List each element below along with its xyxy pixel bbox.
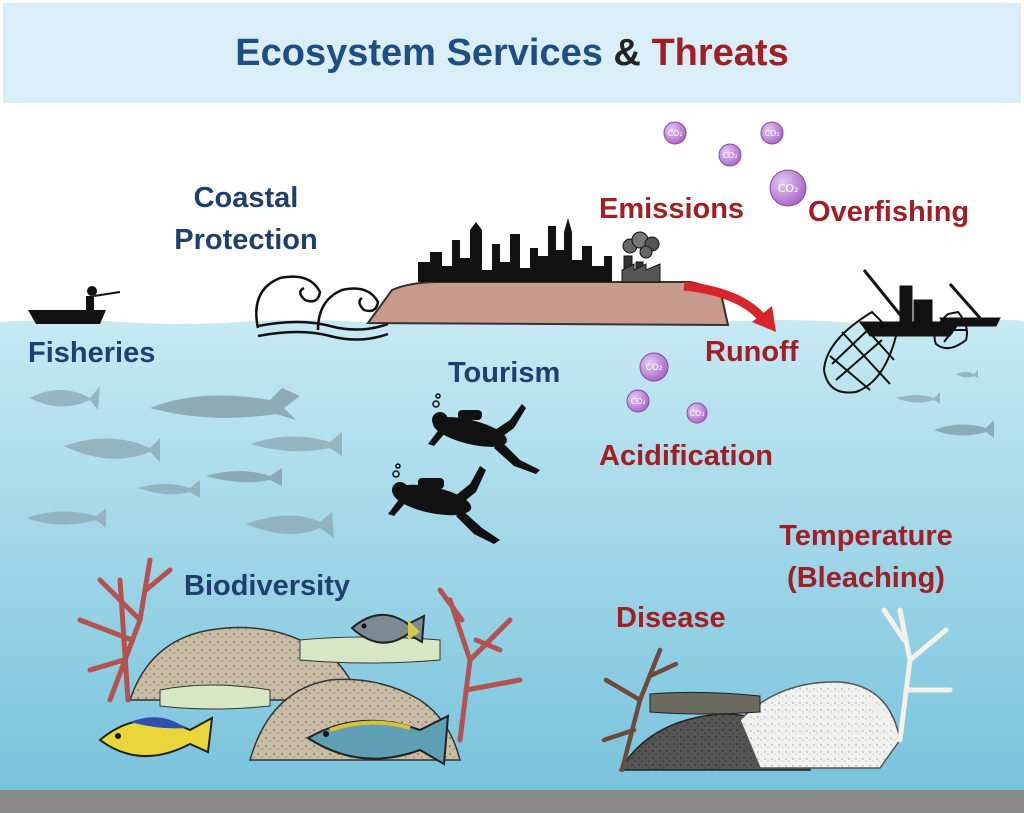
label-disease: Disease xyxy=(616,602,726,634)
label-emissions: Emissions xyxy=(599,193,745,225)
co2-bubble xyxy=(663,121,687,145)
seabed xyxy=(0,790,1024,813)
label-acidification: Acidification xyxy=(599,440,774,472)
label-coastal-line1: Coastal xyxy=(193,182,299,214)
coral-reef-degraded xyxy=(601,607,953,773)
label-coastal-line2: Protection xyxy=(174,224,318,257)
co2-bubble-label: CO₂ xyxy=(764,129,779,138)
fish-school xyxy=(26,370,994,538)
island xyxy=(366,281,730,327)
co2-bubble-label: CO₂ xyxy=(667,129,682,138)
city-skyline xyxy=(418,218,612,282)
reef-fish-grey xyxy=(350,613,426,644)
co2-bubble xyxy=(769,169,807,207)
reef-fish-parrotfish xyxy=(306,714,450,766)
runoff-arrow-head xyxy=(752,306,776,332)
co2-bubble xyxy=(718,143,742,167)
title-band xyxy=(0,0,1024,106)
factory xyxy=(621,231,661,283)
label-fisheries: Fisheries xyxy=(28,337,156,369)
co2-bubble-label: CO₂ xyxy=(722,151,737,160)
fishing-boat-small xyxy=(28,286,121,324)
co2-bubble xyxy=(626,389,650,413)
label-biodiversity: Biodiversity xyxy=(184,570,350,602)
reef-fish-blue-yellow xyxy=(98,716,214,758)
trawl-net xyxy=(822,310,968,394)
label-tourism: Tourism xyxy=(448,357,561,389)
co2-bubble-label: CO₂ xyxy=(646,363,663,373)
label-temperature-line1: Temperature xyxy=(779,520,953,552)
label-temperature-line2: (Bleaching) xyxy=(787,562,945,595)
label-overfishing: Overfishing xyxy=(808,196,970,228)
label-coastal-protection: Coastal Protection xyxy=(166,177,326,261)
co2-bubble-label: CO₂ xyxy=(689,409,704,418)
label-temperature: Temperature (Bleaching) xyxy=(768,515,964,599)
co2-bubble xyxy=(760,121,784,145)
label-runoff: Runoff xyxy=(705,336,799,368)
title-threats: Threats xyxy=(651,31,789,74)
co2-bubble xyxy=(639,352,669,382)
trawler-boat xyxy=(859,269,1001,337)
co2-bubble xyxy=(686,402,708,424)
diagram-title: Ecosystem Services & Threats xyxy=(0,0,1024,106)
co2-bubbles: CO₂ CO₂ CO₂ CO₂ CO₂ CO₂ CO₂ xyxy=(626,121,807,424)
co2-bubble-label: CO₂ xyxy=(630,397,645,406)
co2-bubble-label: CO₂ xyxy=(778,182,799,195)
scuba-diver-2 xyxy=(388,463,500,544)
title-band-border xyxy=(0,0,1024,109)
title-services: Ecosystem Services xyxy=(235,31,603,74)
runoff-arrow xyxy=(683,281,766,322)
scuba-diver-1 xyxy=(428,393,540,474)
title-ampersand: & xyxy=(602,31,652,74)
breaking-waves xyxy=(255,275,389,341)
